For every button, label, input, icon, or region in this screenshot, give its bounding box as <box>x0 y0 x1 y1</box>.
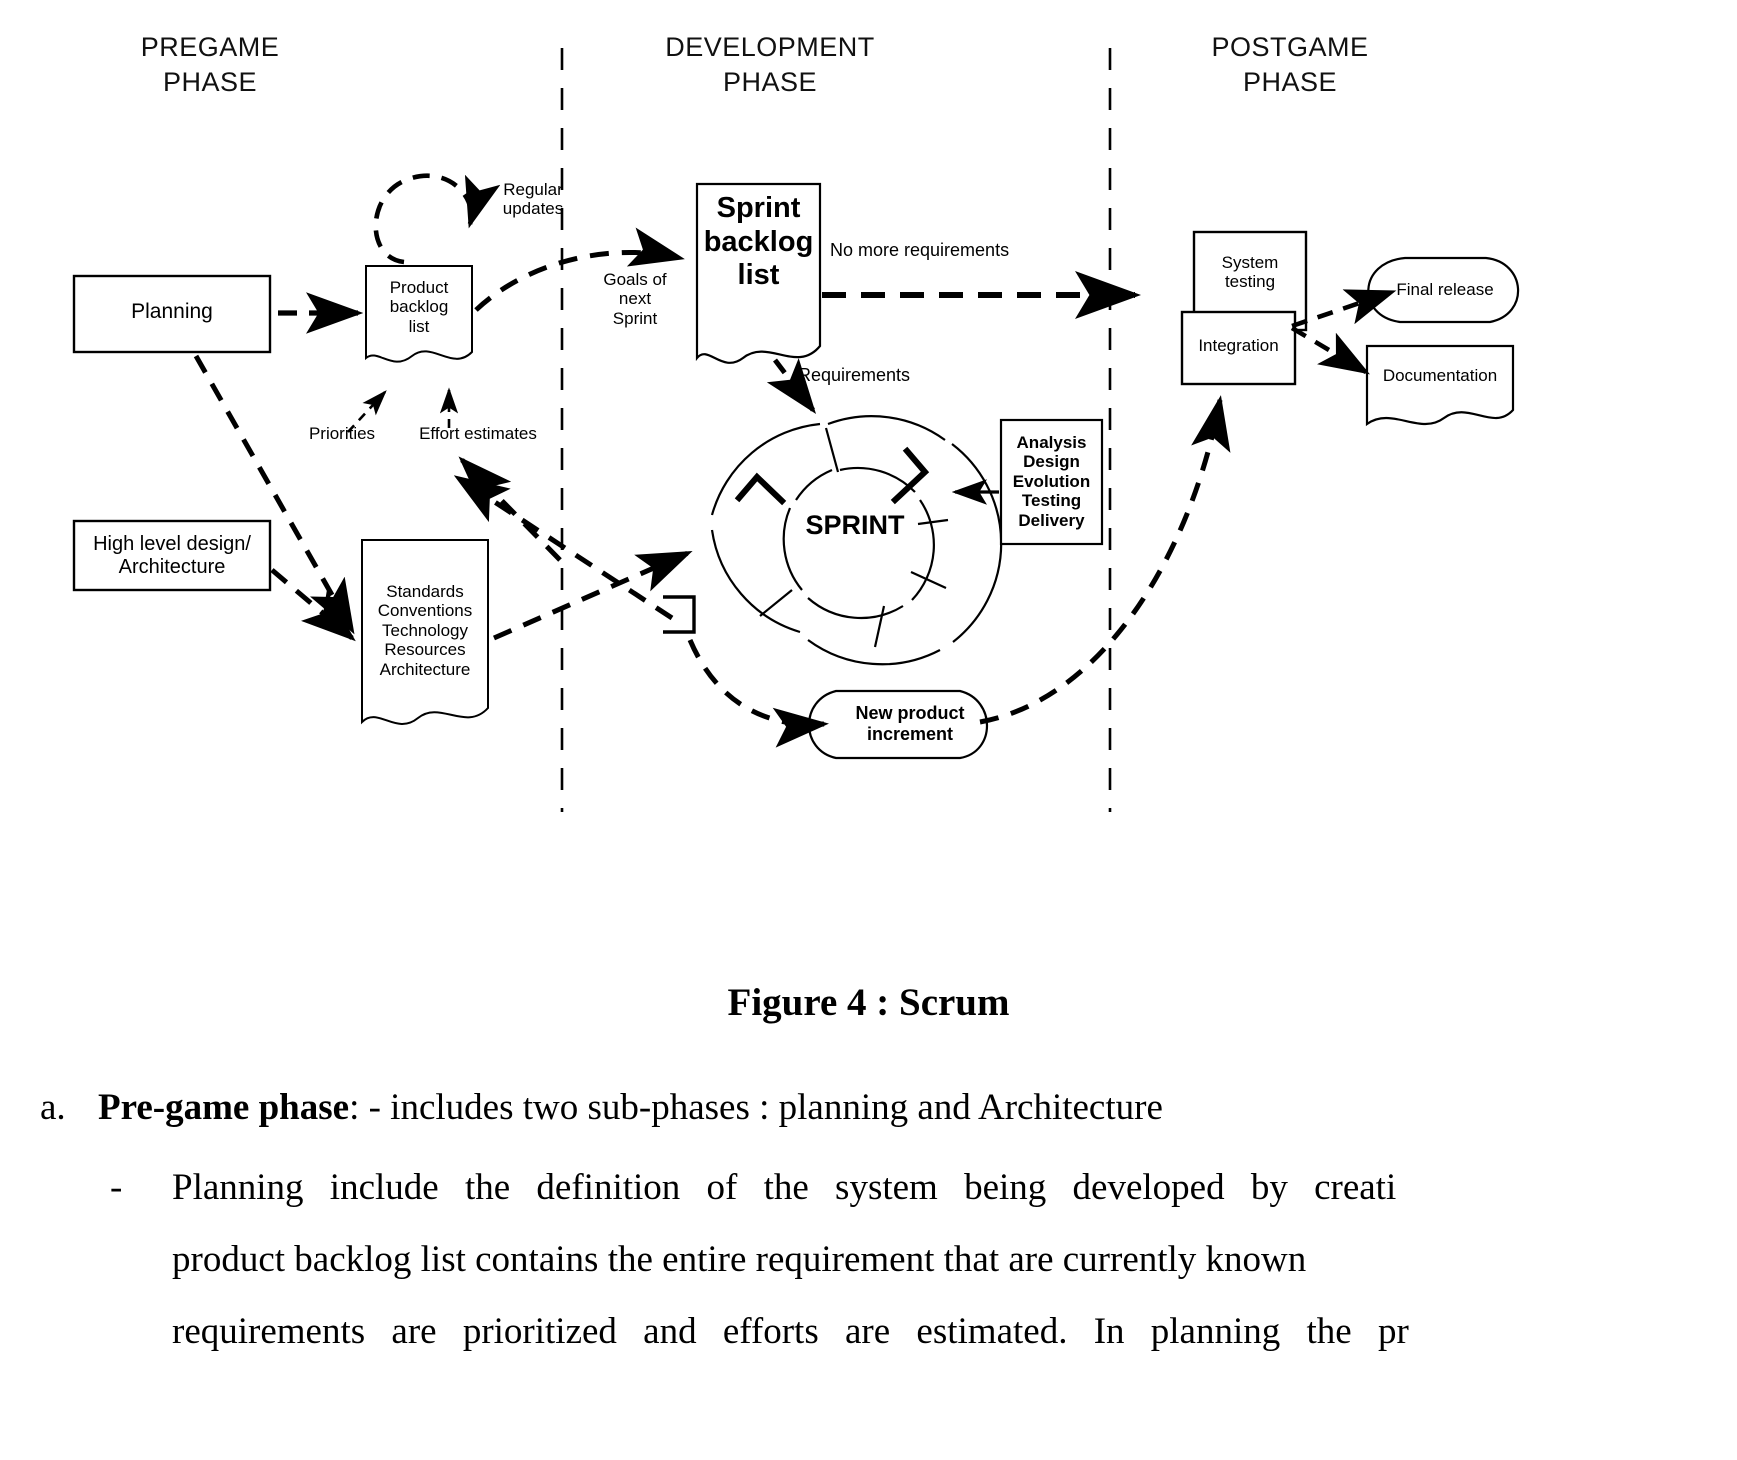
phase-divider-lines <box>560 48 1112 812</box>
sub-item-text-1: Planning include the definition of the s… <box>172 1167 1397 1208</box>
edge-label-regular-updates: Regular updates <box>502 180 564 219</box>
sub-item-marker-1: - <box>110 1167 123 1208</box>
requirements-arrow <box>766 358 817 414</box>
increment-to-integration-arrow <box>979 395 1231 725</box>
planning-box <box>72 274 272 354</box>
sub-item-line-2: product backlog list contains the entire… <box>110 1238 1737 1310</box>
phase-title-development: DEVELOPMENT PHASE <box>665 32 875 97</box>
list-marker-a: a. <box>40 1087 66 1128</box>
regular-updates-loop <box>373 173 501 265</box>
sprint-ring <box>710 415 1003 666</box>
sprint-to-backlog-arrow <box>453 475 674 621</box>
integration-box <box>1180 310 1297 386</box>
new-product-increment-shape <box>807 689 989 760</box>
scrum-figure: PREGAME PHASE DEVELOPMENT PHASE POSTGAME… <box>72 32 1520 812</box>
integration-to-final-release-arrow <box>1291 289 1397 329</box>
sprint-cycle-marks <box>734 446 930 506</box>
product-backlog-list-shape <box>365 265 473 363</box>
sprint-backlog-list-shape <box>695 182 822 364</box>
backlog-to-sprint-backlog-arrow <box>474 227 685 312</box>
sub-item-line-1: - Planning include the definition of the… <box>110 1166 1737 1238</box>
documentation-shape <box>1365 344 1515 427</box>
analysis-design-box <box>999 418 1104 546</box>
design-to-standards-arrow <box>270 568 356 642</box>
edge-label-goals-of-next-sprint: Goals of next Sprint <box>603 270 667 328</box>
edge-label-priorities: Priorities <box>308 424 376 443</box>
planning-to-standards-arrow <box>193 354 355 635</box>
sprint-cycle-marks-2 <box>663 595 696 634</box>
list-item-a-bold: Pre-game phase <box>98 1087 350 1128</box>
sub-item-text-2: product backlog list contains the entire… <box>172 1239 1307 1280</box>
sub-item-text-3: requirements are prioritized and efforts… <box>172 1311 1409 1352</box>
standards-shape <box>361 539 489 725</box>
phase-title-pregame: PREGAME PHASE <box>140 32 280 97</box>
sub-item-line-3: requirements are prioritized and efforts… <box>110 1310 1737 1382</box>
phase-title-postgame: POSTGAME PHASE <box>1211 32 1369 97</box>
edge-label-no-more-requirements: No more requirements <box>830 240 1010 260</box>
integration-to-documentation-arrow <box>1290 326 1370 375</box>
figure-caption: Figure 4 : Scrum <box>727 981 1010 1024</box>
scrum-diagram-svg <box>72 48 1520 812</box>
final-release-shape <box>1367 256 1520 324</box>
edge-label-effort-estimates: Effort estimates <box>419 424 537 443</box>
sub-item-list: - Planning include the definition of the… <box>110 1166 1737 1382</box>
list-item-a-rest: : - includes two sub-phases : planning a… <box>349 1087 1163 1128</box>
list-item-a: a. Pre-game phase: - includes two sub-pha… <box>40 1086 1737 1129</box>
edge-label-requirements: Requirements <box>798 365 911 385</box>
sprint-to-increment-arrow <box>687 639 829 748</box>
high-level-design-box <box>72 519 272 592</box>
standards-to-sprint-arrow <box>492 550 693 641</box>
